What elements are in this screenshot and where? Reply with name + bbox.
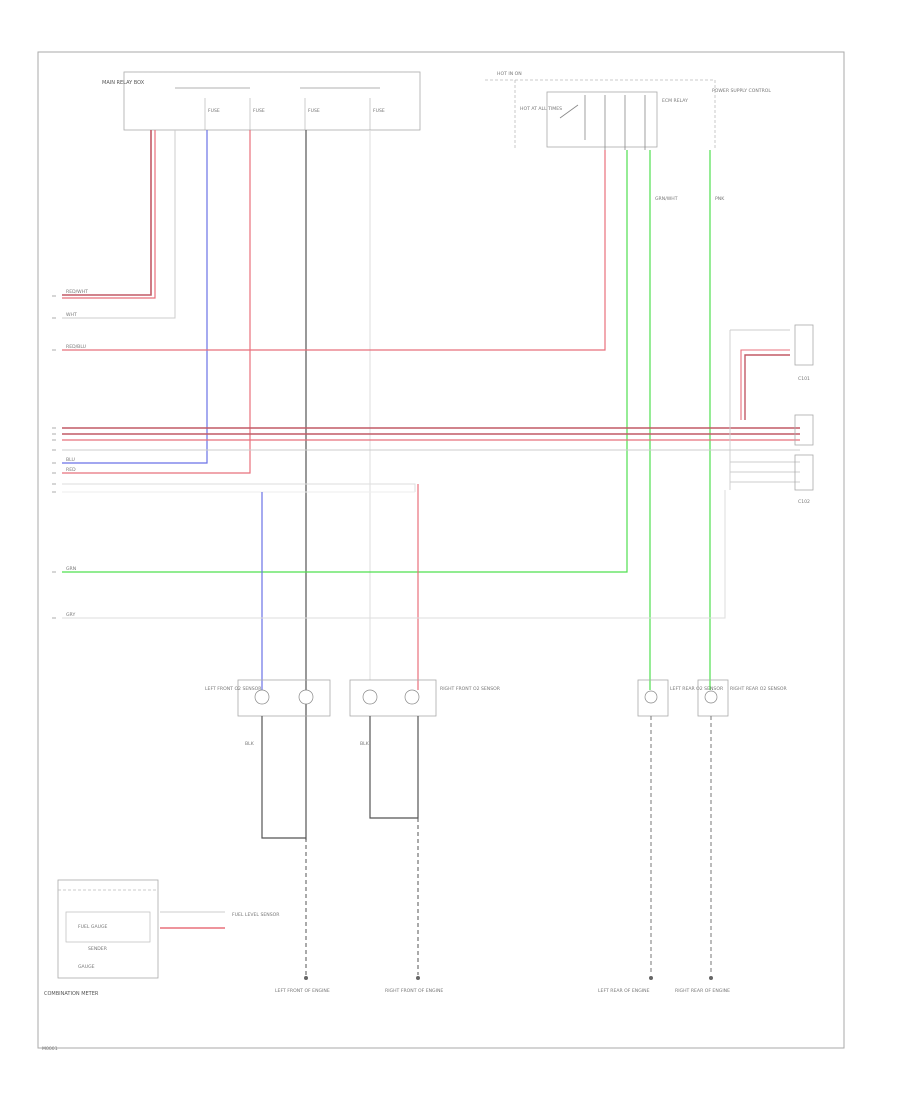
ground-symbols xyxy=(304,976,713,980)
o2-sensor-pair-2: RIGHT FRONT O2 SENSOR xyxy=(349,679,501,717)
wire-label-grn: GRN xyxy=(66,566,76,572)
ground-2-label: RIGHT FRONT OF ENGINE xyxy=(385,988,443,994)
fuse-2-label: FUSE xyxy=(253,108,265,114)
wire-label-red-wht: RED/WHT xyxy=(66,289,88,295)
fuel-gauge-pre-title: GAUGE xyxy=(78,964,95,970)
o2-sensor-pair-1: LEFT FRONT O2 SENSOR xyxy=(205,679,331,717)
ecm-relay-label: ECM RELAY xyxy=(662,98,688,104)
wire-label-grn-wht: GRN/WHT xyxy=(655,196,678,202)
fuel-level-sensor-label: FUEL LEVEL SENSOR xyxy=(232,912,280,918)
wire-label-blu: BLU xyxy=(66,457,75,463)
wire-red-2 xyxy=(62,150,606,351)
ecm-relay: HOT IN ON ECM RELAY POWER SUPPLY CONTROL… xyxy=(485,71,771,150)
fuel-gauge-name: COMBINATION METER xyxy=(44,991,99,997)
wire-white-1 xyxy=(62,130,176,319)
wire-label-pnk: PNK xyxy=(715,196,725,202)
ecm-relay-note: POWER SUPPLY CONTROL xyxy=(712,88,771,94)
relay-box: MAIN RELAY BOX FUSE FUSE FUSE FUSE xyxy=(102,71,421,131)
footer-code: M0001 xyxy=(42,1046,58,1052)
sensor-2-label: RIGHT FRONT O2 SENSOR xyxy=(440,686,501,692)
wire-label-blk-1: BLK xyxy=(245,741,255,747)
hot-at-all-times-label: HOT AT ALL TIMES xyxy=(520,106,562,112)
connector-c102-label: C102 xyxy=(798,499,810,505)
left-connector-ticks xyxy=(52,295,56,619)
o2-sensor-3: LEFT REAR O2 SENSOR xyxy=(637,679,724,717)
hot-in-on-label: HOT IN ON xyxy=(497,71,522,77)
wire-green-1 xyxy=(62,150,628,573)
fuse-4-label: FUSE xyxy=(373,108,385,114)
relay-box-label: MAIN RELAY BOX xyxy=(102,80,145,86)
wire-red-white-2 xyxy=(62,130,156,299)
fuel-gauge-low: SENDER xyxy=(88,946,108,952)
diagram-frame xyxy=(37,51,845,1049)
fuse-3-label: FUSE xyxy=(308,108,320,114)
wire-label-red-blu: RED/BLU xyxy=(66,344,86,350)
sensor-1-label: LEFT FRONT O2 SENSOR xyxy=(205,686,262,692)
wire-label-blk-2: BLK xyxy=(360,741,370,747)
ground-3-label: LEFT REAR OF ENGINE xyxy=(598,988,650,994)
o2-sensor-4: RIGHT REAR O2 SENSOR xyxy=(697,679,788,717)
sensor-3-label: LEFT REAR O2 SENSOR xyxy=(670,686,724,692)
wire-red-1 xyxy=(62,130,251,474)
connector-c101-label: C101 xyxy=(798,376,810,382)
fuel-gauge-mid: FUEL GAUGE xyxy=(78,924,108,930)
connector-c101: C101 C102 xyxy=(794,324,814,505)
wire-label-red: RED xyxy=(66,467,76,473)
wire-label-gry: GRY xyxy=(66,612,75,618)
sensor-4-label: RIGHT REAR O2 SENSOR xyxy=(730,686,788,692)
wire-red-white-1 xyxy=(62,130,152,296)
wire-blue-1 xyxy=(62,130,208,464)
wire-label-wht: WHT xyxy=(66,312,77,318)
ground-1-label: LEFT FRONT OF ENGINE xyxy=(275,988,330,994)
ground-4-label: RIGHT REAR OF ENGINE xyxy=(675,988,730,994)
fuse-1-label: FUSE xyxy=(208,108,220,114)
combination-meter: FUEL GAUGE SENDER GAUGE COMBINATION METE… xyxy=(44,879,159,997)
